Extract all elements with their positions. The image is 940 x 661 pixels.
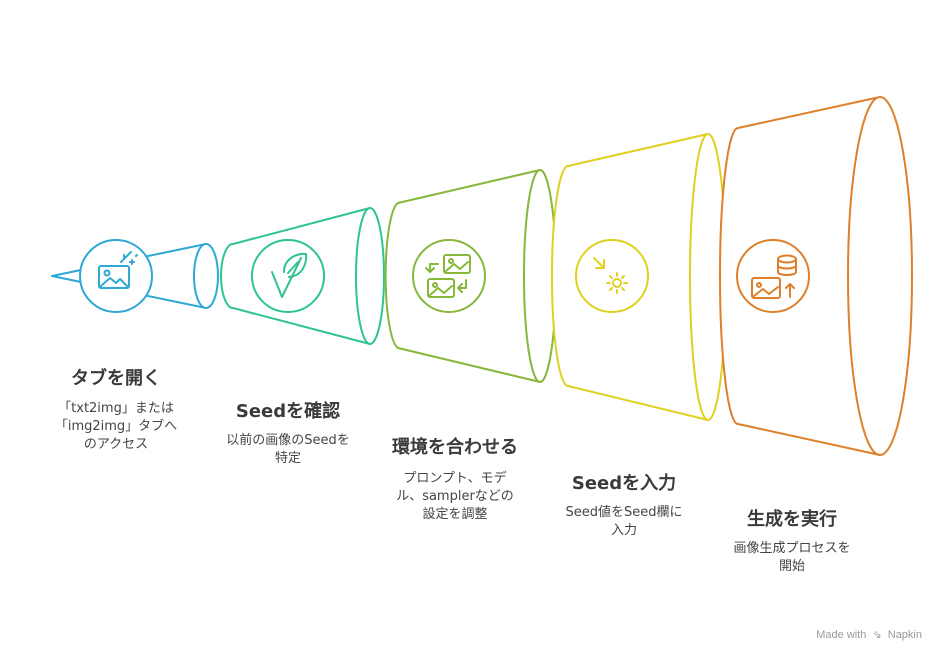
step-3-title: 環境を合わせる (392, 437, 518, 458)
image-database-icon (736, 239, 810, 313)
step-4-title: Seedを入力 (571, 473, 677, 494)
step-2-description: 以前の画像のSeedを 特定 (226, 433, 350, 466)
step-5-description: 画像生成プロセスを 開始 (733, 541, 851, 574)
step-1-title: タブを開く (71, 368, 161, 389)
napkin-credit[interactable]: Made with ⇘ Napkin (816, 628, 922, 641)
image-magic-icon (79, 239, 153, 313)
step-4-description: Seed値をSeed欄に 入力 (565, 505, 683, 538)
credit-label: Made with (816, 629, 867, 641)
seed-input-icon (575, 239, 649, 313)
segment-5 (719, 96, 913, 456)
credit-brand: Napkin (887, 629, 922, 641)
step-2-title: Seedを確認 (235, 401, 341, 422)
step-3-description: プロンプト、モデ ル、samplerなどの 設定を調整 (396, 471, 514, 522)
images-sync-icon (412, 239, 486, 313)
step-5-title: 生成を実行 (747, 509, 837, 530)
napkin-logo-icon: ⇘ (872, 629, 882, 641)
leaf-check-icon (251, 239, 325, 313)
step-1-description: 「txt2img」または 「img2img」タブへ のアクセス (54, 401, 178, 452)
